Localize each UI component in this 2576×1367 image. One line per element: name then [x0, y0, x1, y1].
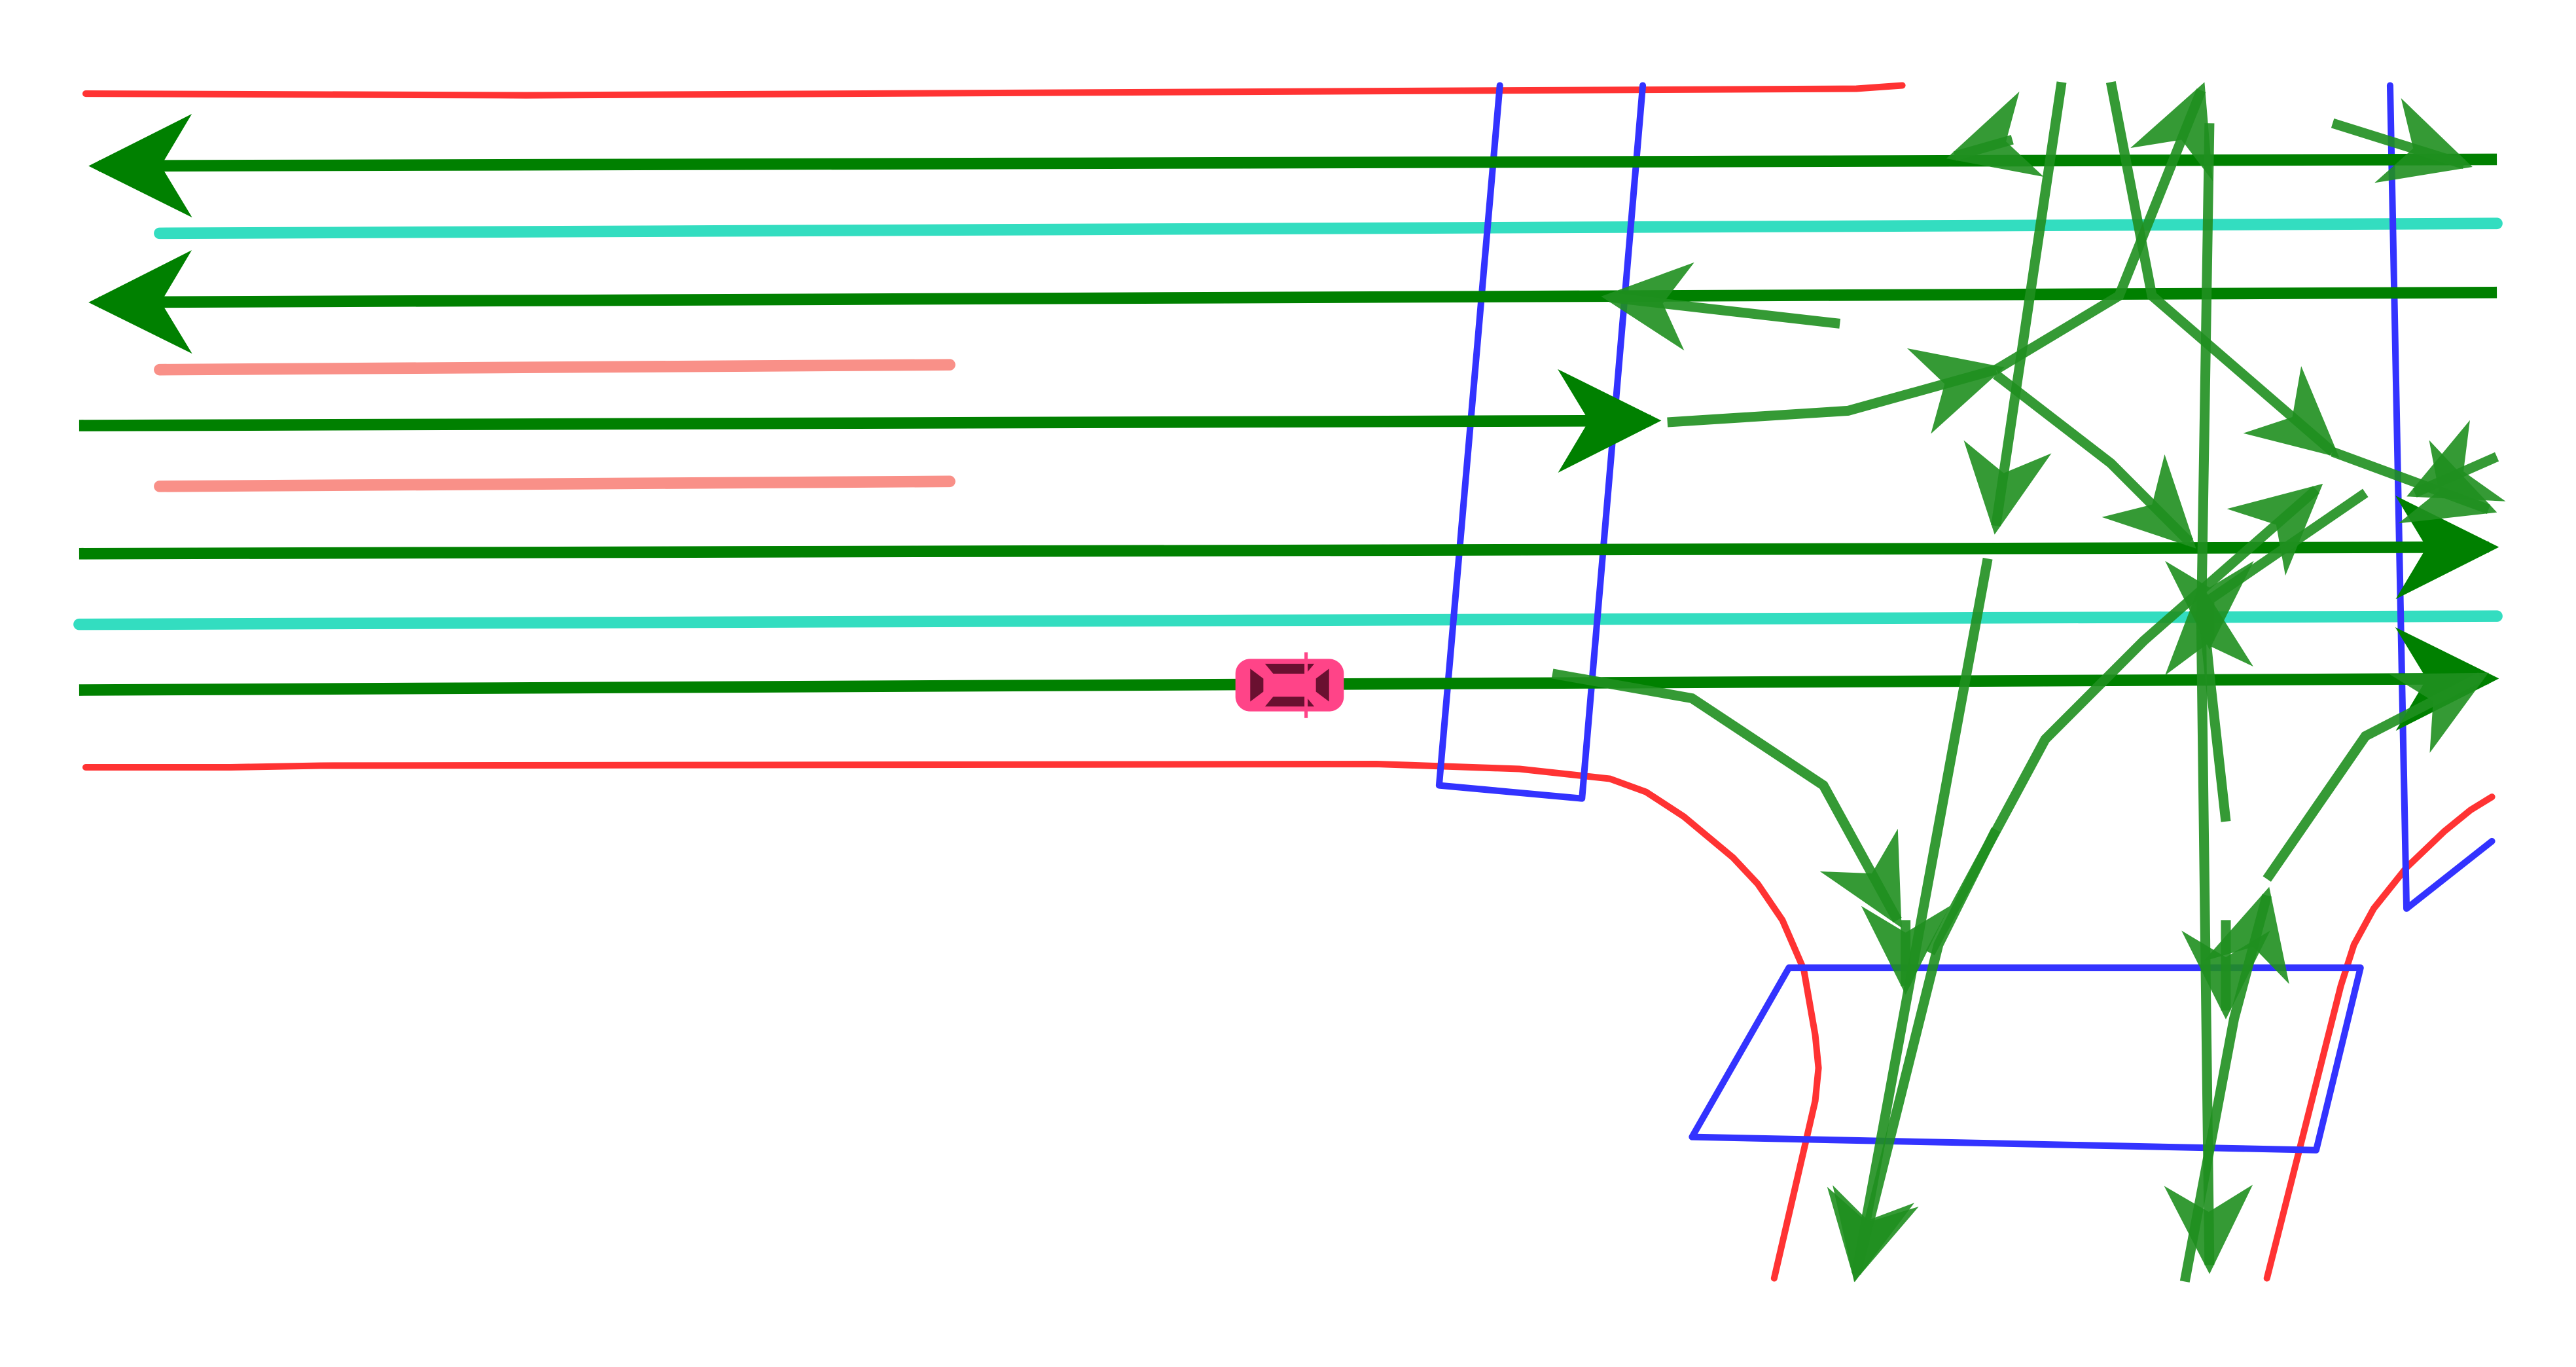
- lane-centerline-arrow: [1667, 348, 2005, 434]
- crosswalk-polygon: [1689, 964, 2364, 1154]
- car-icon: [1235, 652, 1344, 718]
- lane-centerline-arrow: [1993, 82, 2213, 374]
- lane-divider: [154, 217, 2503, 240]
- lane-centerline-arrow: [1601, 262, 1841, 351]
- crosswalk-polygon: [1435, 82, 1647, 802]
- crosswalk-polygon: [2386, 82, 2496, 912]
- lane-centerline-arrow: [1946, 91, 2044, 177]
- lane-divider: [73, 610, 2503, 630]
- lane-centerline-arrow: [79, 369, 1662, 473]
- lane-centerline-arrow: [2331, 98, 2473, 183]
- road-boundaries: [82, 82, 2496, 1282]
- lane-centerline-arrow: [1993, 371, 2196, 549]
- lane-dividers: [73, 217, 2503, 630]
- road-boundary-right: [2263, 793, 2496, 1282]
- lane-centerline-arrow: [1551, 668, 1902, 928]
- lane-divider-short: [154, 359, 956, 376]
- lane-centerline-arrow: [79, 496, 2499, 600]
- lane-centerlines: [79, 114, 2499, 731]
- lane-divider-short: [154, 475, 956, 492]
- lane-centerline-arrow: [2165, 488, 2369, 650]
- lane-centerline-arrow: [88, 250, 2497, 354]
- lane-centerline-arrow: [88, 114, 2497, 218]
- lane-centerline-arrow: [1827, 557, 1993, 1283]
- lane-centerline-arrow: [1963, 81, 2067, 535]
- road-boundary-top: [82, 82, 1906, 99]
- road-boundary-bottom: [82, 760, 1822, 1282]
- intersection-connectors: [1551, 81, 2506, 1283]
- lane-centerline-arrow: [2406, 420, 2506, 501]
- lane-centerline-arrow: [2105, 81, 2340, 458]
- lane-centerline-arrow: [2263, 672, 2489, 882]
